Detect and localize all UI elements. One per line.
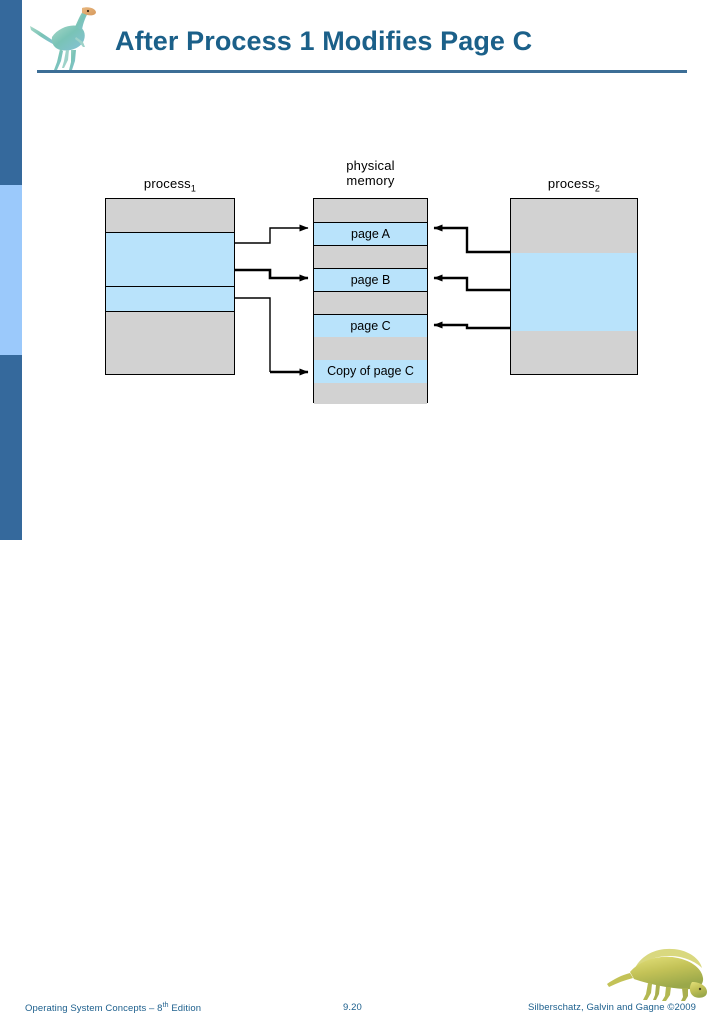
- copy-on-write-diagram: process1 physical memory page A page B p…: [105, 158, 638, 404]
- pm-row-2: [314, 245, 427, 268]
- slide-header: After Process 1 Modifies Page C: [0, 0, 720, 90]
- pm-row-6: [314, 337, 427, 360]
- connector-p2-to-pageA: [433, 224, 510, 254]
- process1-band-3: [106, 311, 234, 374]
- footer-slide-number: 9.20: [343, 1002, 362, 1013]
- pm-row-7: Copy of page C: [314, 360, 427, 383]
- pm-row-5: page C: [314, 314, 427, 337]
- pm-row-7-label: Copy of page C: [327, 364, 414, 378]
- footer-copyright: Silberschatz, Galvin and Gagne ©2009: [528, 1002, 696, 1013]
- accent-strip-top-segment: [0, 0, 22, 185]
- process2-band-0: [511, 199, 637, 253]
- title-underline-rule: [37, 70, 687, 73]
- process2-band-2: [511, 331, 637, 374]
- connector-p1-to-copyC-vertical: [235, 297, 271, 372]
- process1-label: process1: [143, 176, 197, 194]
- connector-p1-to-pageB: [235, 268, 309, 282]
- dinosaur-logo-icon: [30, 7, 96, 70]
- connector-p1-to-pageA: [235, 224, 309, 244]
- pm-row-4: [314, 291, 427, 314]
- process1-band-1: [106, 232, 234, 286]
- footer-left-tail: Edition: [168, 1003, 202, 1014]
- accent-strip-bottom-segment: [0, 355, 22, 540]
- process2-memory-box: [510, 198, 638, 375]
- process1-band-2: [106, 286, 234, 311]
- accent-strip-middle-segment: [0, 185, 22, 355]
- physical-memory-label: physical memory: [313, 158, 428, 188]
- slide-footer: Operating System Concepts – 8th Edition …: [0, 480, 720, 1014]
- pm-row-1-label: page A: [351, 227, 390, 241]
- connector-p2-to-pageC: [433, 321, 510, 330]
- connector-p2-to-pageB: [433, 274, 510, 292]
- pm-row-5-label: page C: [350, 319, 391, 333]
- footer-left-text: Operating System Concepts – 8th Edition: [25, 1002, 201, 1014]
- process2-label: process2: [547, 176, 601, 194]
- dimetrodon-logo-icon: [607, 948, 707, 1001]
- footer-left-main: Operating System Concepts – 8: [25, 1003, 163, 1014]
- page-title: After Process 1 Modifies Page C: [115, 26, 533, 56]
- pm-row-3: page B: [314, 268, 427, 291]
- physical-memory-label-line1: physical: [346, 158, 395, 173]
- pm-row-1: page A: [314, 222, 427, 245]
- physical-memory-box: page A page B page C Copy of page C: [313, 198, 428, 404]
- process1-band-0: [106, 199, 234, 232]
- pm-row-0: [314, 199, 427, 222]
- process2-band-1: [511, 253, 637, 331]
- physical-memory-label-line2: memory: [346, 173, 395, 188]
- process1-memory-box: [105, 198, 235, 375]
- pm-row-3-label: page B: [350, 273, 391, 287]
- left-accent-strip: [0, 0, 22, 540]
- pm-row-8: [314, 383, 427, 404]
